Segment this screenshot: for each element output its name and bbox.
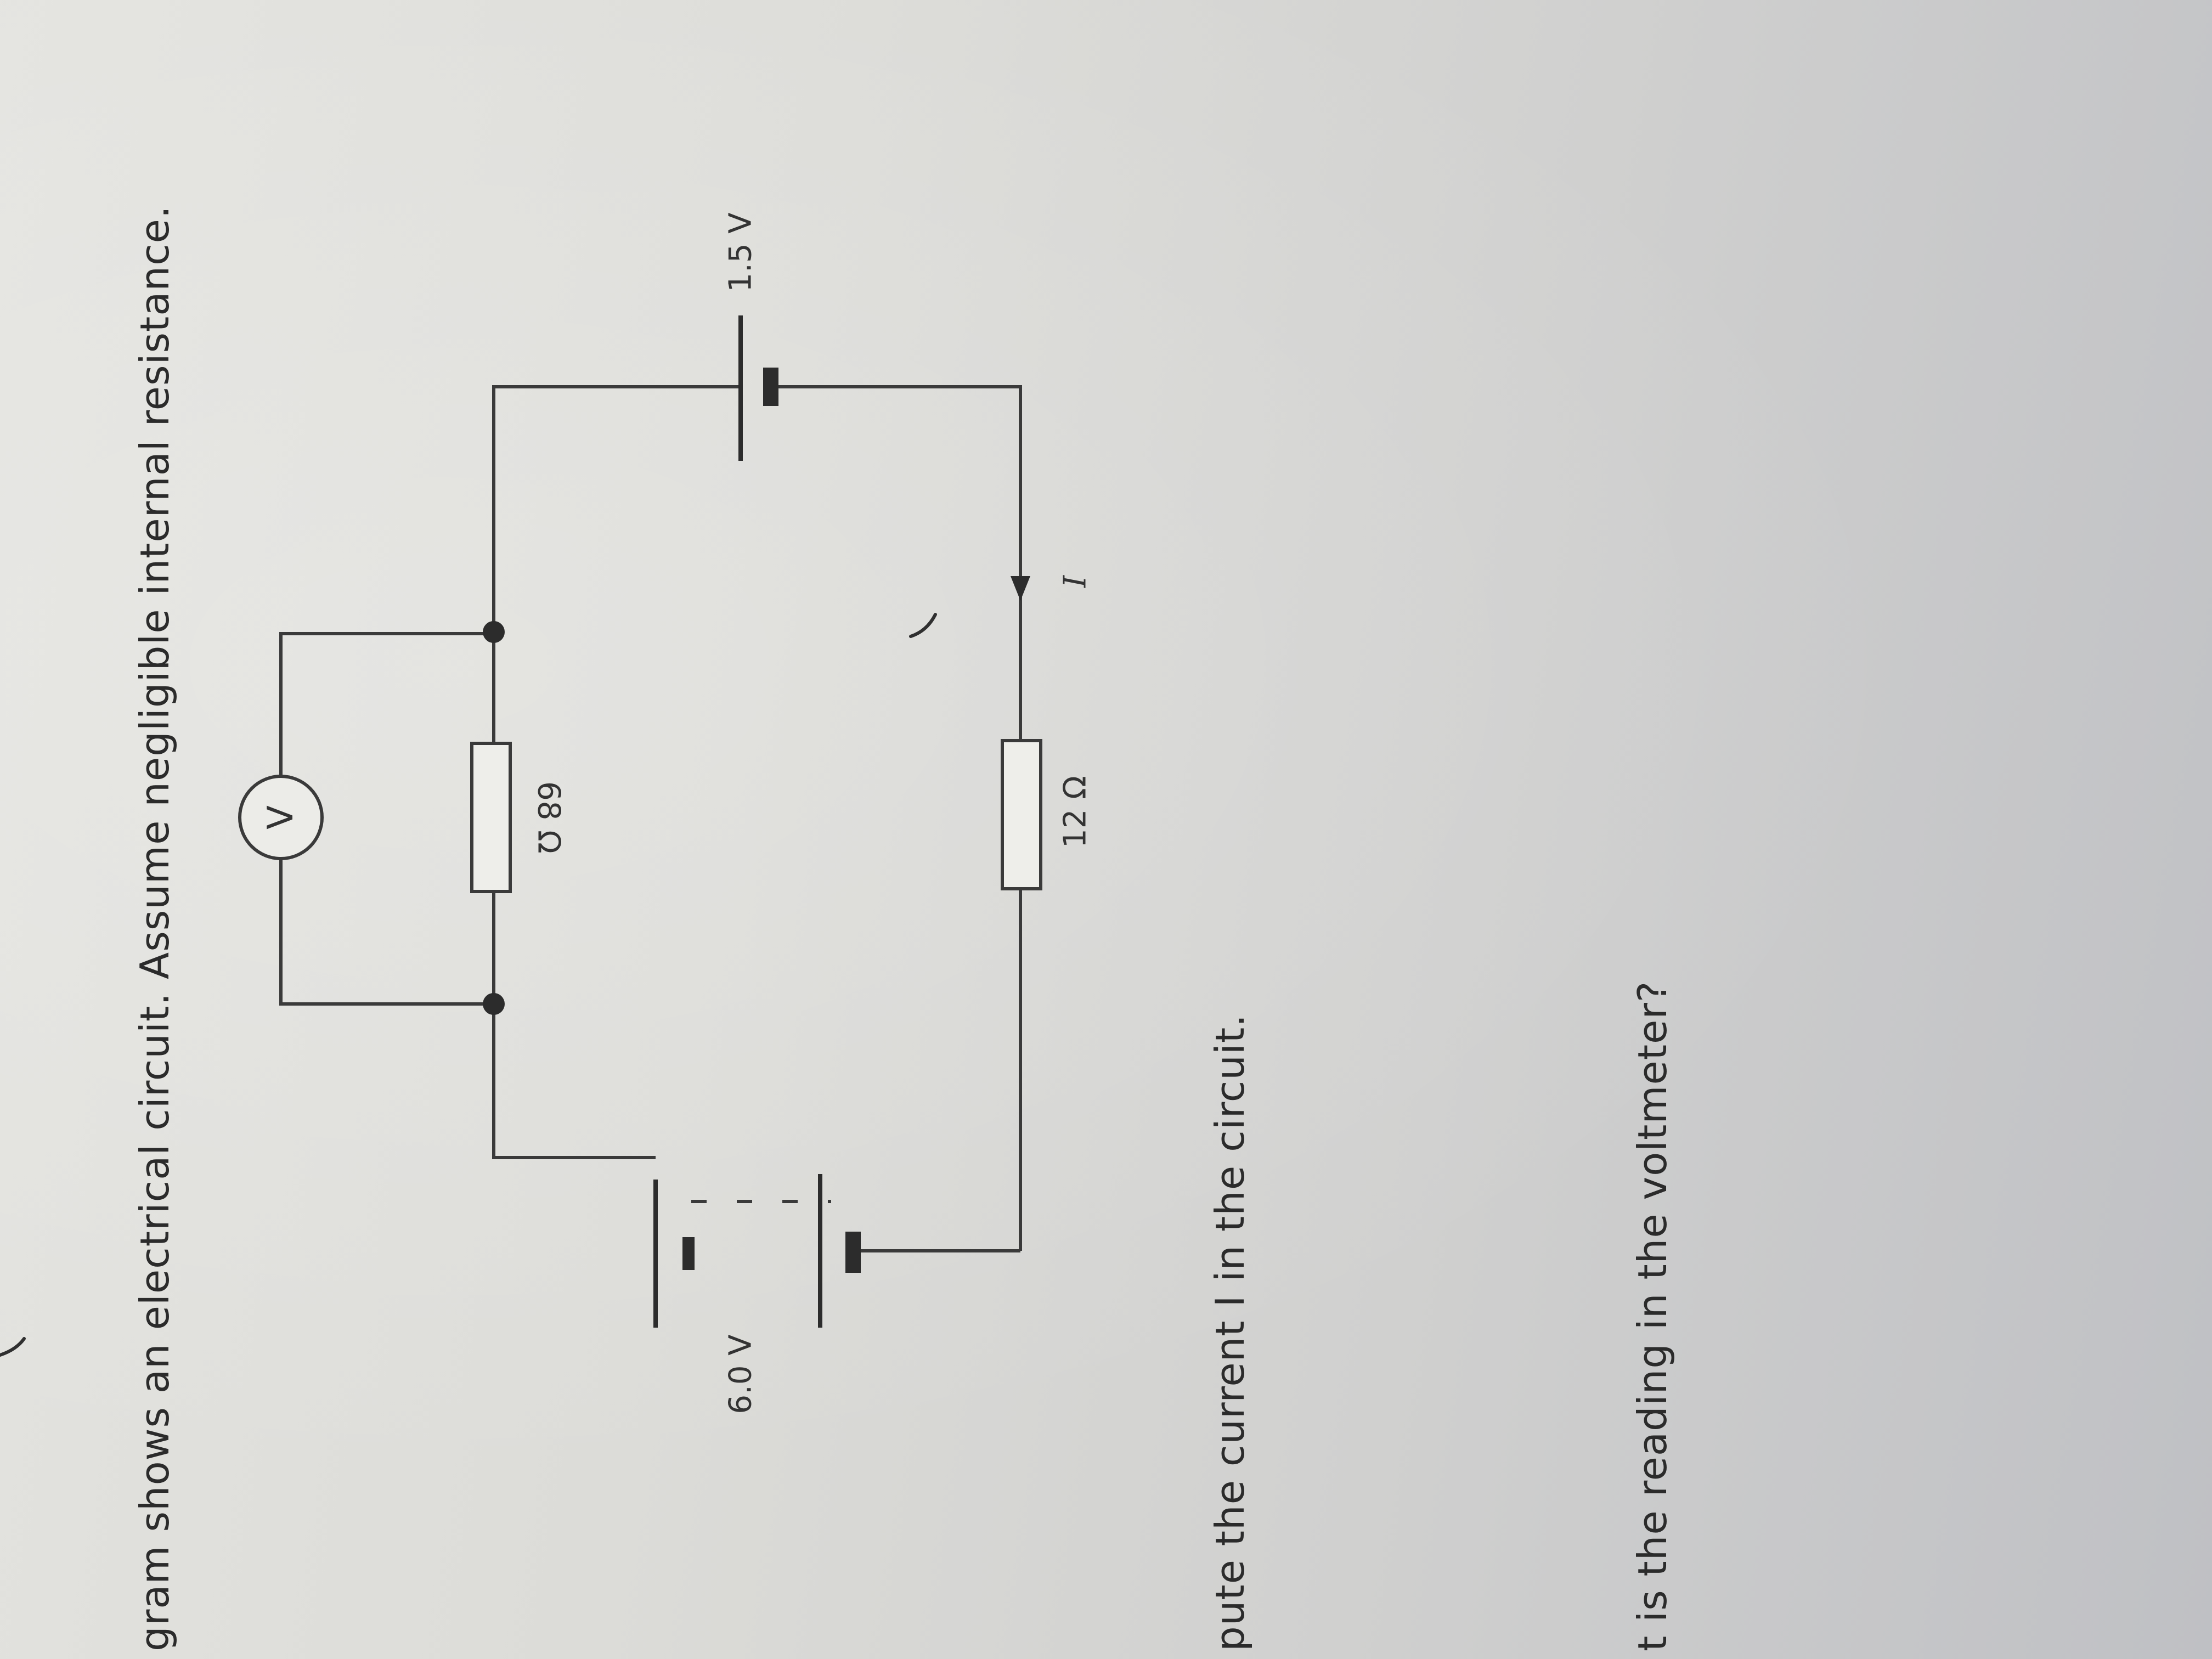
wire-voltmeter-right xyxy=(279,632,494,790)
margin-mark-left xyxy=(0,1337,26,1357)
wire-top-right xyxy=(492,385,741,631)
voltmeter-symbol: V xyxy=(261,805,301,830)
wire-voltmeter-left xyxy=(279,845,494,1006)
battery-left-label: 6.0 V xyxy=(723,1334,759,1414)
resistor-68-label: 68 Ω xyxy=(531,781,567,854)
battery-right-label: 1.5 V xyxy=(723,212,759,292)
resistor-12 xyxy=(1001,739,1042,890)
resistor-12-label: 12 Ω xyxy=(1058,776,1093,848)
junction-node-left xyxy=(483,993,505,1015)
wire-right-side xyxy=(771,385,1022,741)
current-label: I xyxy=(1058,574,1093,588)
margin-mark-top xyxy=(909,613,937,638)
junction-node-right xyxy=(483,621,505,643)
resistor-68 xyxy=(470,742,512,893)
voltmeter-circle xyxy=(238,775,324,860)
current-arrow-icon xyxy=(1011,576,1030,601)
wire-top-left xyxy=(492,1004,656,1159)
